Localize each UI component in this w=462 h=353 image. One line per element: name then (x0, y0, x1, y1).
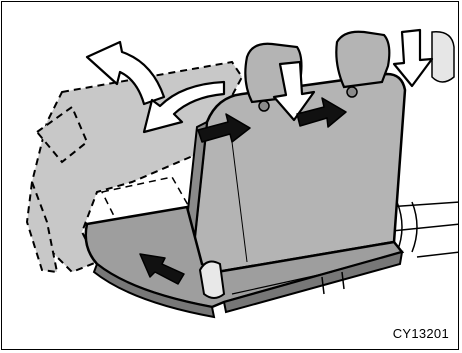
seat-folding-illustration (2, 2, 459, 350)
seat-release-lever (200, 262, 224, 298)
figure-code: CY13201 (393, 326, 449, 341)
